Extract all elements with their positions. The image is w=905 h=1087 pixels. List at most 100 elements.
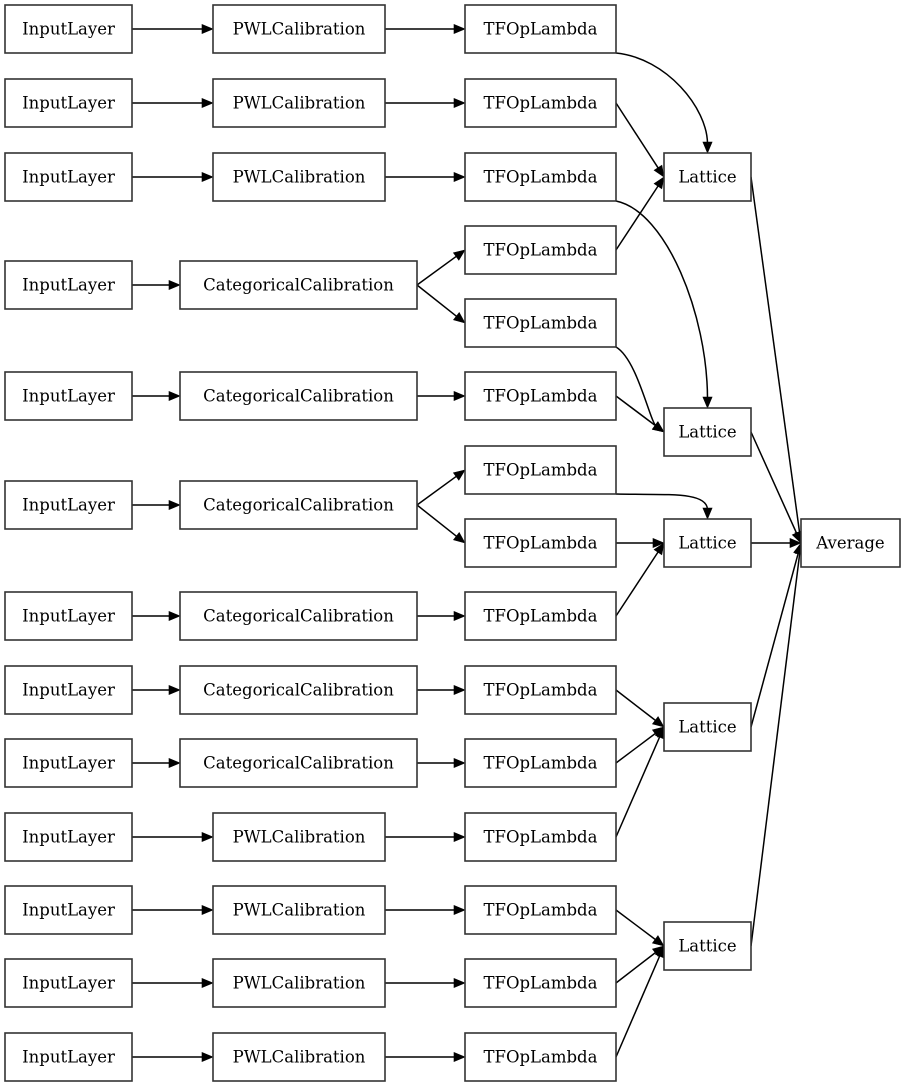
node-box[interactable] [464,958,617,1008]
node-box[interactable] [464,78,617,128]
node-box[interactable] [212,885,386,935]
node-box[interactable] [212,152,386,202]
node-categoricalcalibration-cal9[interactable]: CategoricalCalibration [179,738,418,788]
node-box[interactable] [464,591,617,641]
node-tfoplambda-op13[interactable]: TFOpLambda [464,885,617,935]
node-tfoplambda-op1[interactable]: TFOpLambda [464,4,617,54]
node-lattice-lat1[interactable]: Lattice [663,152,752,202]
node-box[interactable] [212,958,386,1008]
node-box[interactable] [4,885,133,935]
node-tfoplambda-op6[interactable]: TFOpLambda [464,371,617,421]
node-inputlayer-in8[interactable]: InputLayer [4,665,133,715]
node-categoricalcalibration-cal5[interactable]: CategoricalCalibration [179,371,418,421]
node-box[interactable] [179,480,418,530]
node-box[interactable] [464,518,617,568]
node-inputlayer-in13[interactable]: InputLayer [4,1032,133,1082]
node-tfoplambda-op15[interactable]: TFOpLambda [464,1032,617,1082]
node-box[interactable] [4,665,133,715]
node-box[interactable] [4,371,133,421]
node-box[interactable] [663,702,752,752]
edge-op5-to-lat2 [615,346,658,428]
node-inputlayer-in1[interactable]: InputLayer [4,4,133,54]
node-inputlayer-in7[interactable]: InputLayer [4,591,133,641]
node-tfoplambda-op3[interactable]: TFOpLambda [464,152,617,202]
node-lattice-lat4[interactable]: Lattice [663,702,752,752]
node-pwlcalibration-cal3[interactable]: PWLCalibration [212,152,386,202]
node-box[interactable] [4,812,133,862]
node-box[interactable] [663,921,752,971]
node-box[interactable] [4,4,133,54]
node-tfoplambda-op8[interactable]: TFOpLambda [464,518,617,568]
node-pwlcalibration-cal2[interactable]: PWLCalibration [212,78,386,128]
node-box[interactable] [179,591,418,641]
arrow-head-icon [201,904,214,916]
node-box[interactable] [4,78,133,128]
node-pwlcalibration-cal10[interactable]: PWLCalibration [212,812,386,862]
node-tfoplambda-op7[interactable]: TFOpLambda [464,445,617,495]
node-box[interactable] [464,738,617,788]
node-box[interactable] [464,885,617,935]
node-pwlcalibration-cal1[interactable]: PWLCalibration [212,4,386,54]
node-inputlayer-in4[interactable]: InputLayer [4,260,133,310]
node-lattice-lat2[interactable]: Lattice [663,407,752,457]
node-box[interactable] [4,958,133,1008]
node-box[interactable] [663,152,752,202]
node-box[interactable] [4,260,133,310]
node-inputlayer-in5[interactable]: InputLayer [4,371,133,421]
node-tfoplambda-op5[interactable]: TFOpLambda [464,298,617,348]
node-inputlayer-in6[interactable]: InputLayer [4,480,133,530]
node-box[interactable] [212,1032,386,1082]
node-tfoplambda-op9[interactable]: TFOpLambda [464,591,617,641]
arrow-head-icon [651,716,665,728]
node-box[interactable] [663,407,752,457]
node-categoricalcalibration-cal7[interactable]: CategoricalCalibration [179,591,418,641]
node-box[interactable] [4,152,133,202]
node-box[interactable] [4,591,133,641]
node-categoricalcalibration-cal8[interactable]: CategoricalCalibration [179,665,418,715]
node-inputlayer-in11[interactable]: InputLayer [4,885,133,935]
node-inputlayer-in3[interactable]: InputLayer [4,152,133,202]
node-inputlayer-in12[interactable]: InputLayer [4,958,133,1008]
node-box[interactable] [464,1032,617,1082]
node-box[interactable] [800,518,901,568]
node-box[interactable] [464,665,617,715]
node-categoricalcalibration-cal4[interactable]: CategoricalCalibration [179,260,418,310]
node-box[interactable] [464,4,617,54]
node-lattice-lat5[interactable]: Lattice [663,921,752,971]
node-tfoplambda-op11[interactable]: TFOpLambda [464,738,617,788]
node-box[interactable] [663,518,752,568]
node-box[interactable] [179,665,418,715]
node-box[interactable] [4,738,133,788]
node-lattice-lat3[interactable]: Lattice [663,518,752,568]
node-box[interactable] [179,371,418,421]
node-box[interactable] [464,445,617,495]
node-inputlayer-in2[interactable]: InputLayer [4,78,133,128]
node-box[interactable] [212,4,386,54]
node-average-avg[interactable]: Average [800,518,901,568]
node-tfoplambda-op14[interactable]: TFOpLambda [464,958,617,1008]
node-box[interactable] [4,1032,133,1082]
node-tfoplambda-op12[interactable]: TFOpLambda [464,812,617,862]
node-categoricalcalibration-cal6[interactable]: CategoricalCalibration [179,480,418,530]
node-box[interactable] [464,812,617,862]
node-box[interactable] [464,371,617,421]
node-box[interactable] [179,260,418,310]
node-tfoplambda-op4[interactable]: TFOpLambda [464,225,617,275]
arrow-head-icon [201,1051,214,1063]
node-box[interactable] [464,152,617,202]
arrow-head-icon [453,1051,466,1063]
node-inputlayer-in10[interactable]: InputLayer [4,812,133,862]
arrow-head-icon [453,532,466,544]
node-tfoplambda-op10[interactable]: TFOpLambda [464,665,617,715]
node-box[interactable] [464,298,617,348]
node-pwlcalibration-cal12[interactable]: PWLCalibration [212,958,386,1008]
node-box[interactable] [212,812,386,862]
node-pwlcalibration-cal11[interactable]: PWLCalibration [212,885,386,935]
node-pwlcalibration-cal13[interactable]: PWLCalibration [212,1032,386,1082]
node-box[interactable] [464,225,617,275]
node-box[interactable] [212,78,386,128]
node-inputlayer-in9[interactable]: InputLayer [4,738,133,788]
node-box[interactable] [179,738,418,788]
node-tfoplambda-op2[interactable]: TFOpLambda [464,78,617,128]
node-box[interactable] [4,480,133,530]
